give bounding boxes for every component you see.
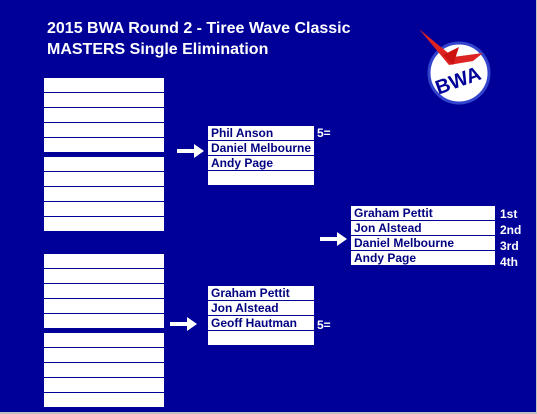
semi-bottom-entry[interactable]: Graham Pettit [208,286,314,301]
round1-cell[interactable] [44,78,164,93]
semi-bottom-entry[interactable]: Geoff Hautman [208,316,314,331]
page-subtitle: MASTERS Single Elimination [47,41,269,58]
semi-top-note: 5= [317,126,331,140]
final-entry[interactable]: Jon Alstead [351,221,495,236]
semi-bottom-note: 5= [317,318,331,332]
round1-cell[interactable] [44,187,164,202]
round1-group-d [44,333,164,408]
round1-cell[interactable] [44,108,164,123]
page-title: 2015 BWA Round 2 - Tiree Wave Classic [47,20,351,37]
semi-top-entry[interactable]: Daniel Melbourne [208,141,314,156]
round1-cell[interactable] [44,93,164,108]
round1-group-b [44,157,164,232]
round1-cell[interactable] [44,378,164,393]
round1-cell[interactable] [44,217,164,232]
semi-bottom-entry[interactable]: Jon Alstead [208,301,314,316]
semi-bottom-group: Graham Pettit Jon Alstead Geoff Hautman [208,286,314,346]
round1-cell[interactable] [44,314,164,329]
round1-cell[interactable] [44,172,164,187]
round1-cell[interactable] [44,333,164,348]
round1-cell[interactable] [44,393,164,408]
round1-cell[interactable] [44,348,164,363]
arrow-right-icon [170,317,197,331]
place-label: 2nd [500,223,522,237]
round1-cell[interactable] [44,284,164,299]
round1-cell[interactable] [44,269,164,284]
semi-top-entry[interactable]: Andy Page [208,156,314,171]
round1-cell[interactable] [44,254,164,269]
round1-cell[interactable] [44,363,164,378]
arrow-right-icon [320,232,347,246]
semi-bottom-entry[interactable] [208,331,314,346]
final-entry[interactable]: Daniel Melbourne [351,236,495,251]
place-label: 4th [500,255,518,269]
semi-top-entry[interactable] [208,171,314,186]
place-label: 3rd [500,239,519,253]
final-group: Graham Pettit Jon Alstead Daniel Melbour… [351,206,495,266]
place-label: 1st [500,207,518,221]
round1-group-a [44,78,164,153]
round1-cell[interactable] [44,123,164,138]
round1-cell[interactable] [44,157,164,172]
round1-group-c [44,254,164,329]
round1-cell[interactable] [44,138,164,153]
round1-cell[interactable] [44,299,164,314]
final-entry[interactable]: Graham Pettit [351,206,495,221]
round1-cell[interactable] [44,202,164,217]
semi-top-entry[interactable]: Phil Anson [208,126,314,141]
semi-top-group: Phil Anson Daniel Melbourne Andy Page [208,126,314,186]
final-entry[interactable]: Andy Page [351,251,495,266]
windsurfer-logo-icon: BWA [419,29,491,105]
arrow-right-icon [177,144,204,158]
